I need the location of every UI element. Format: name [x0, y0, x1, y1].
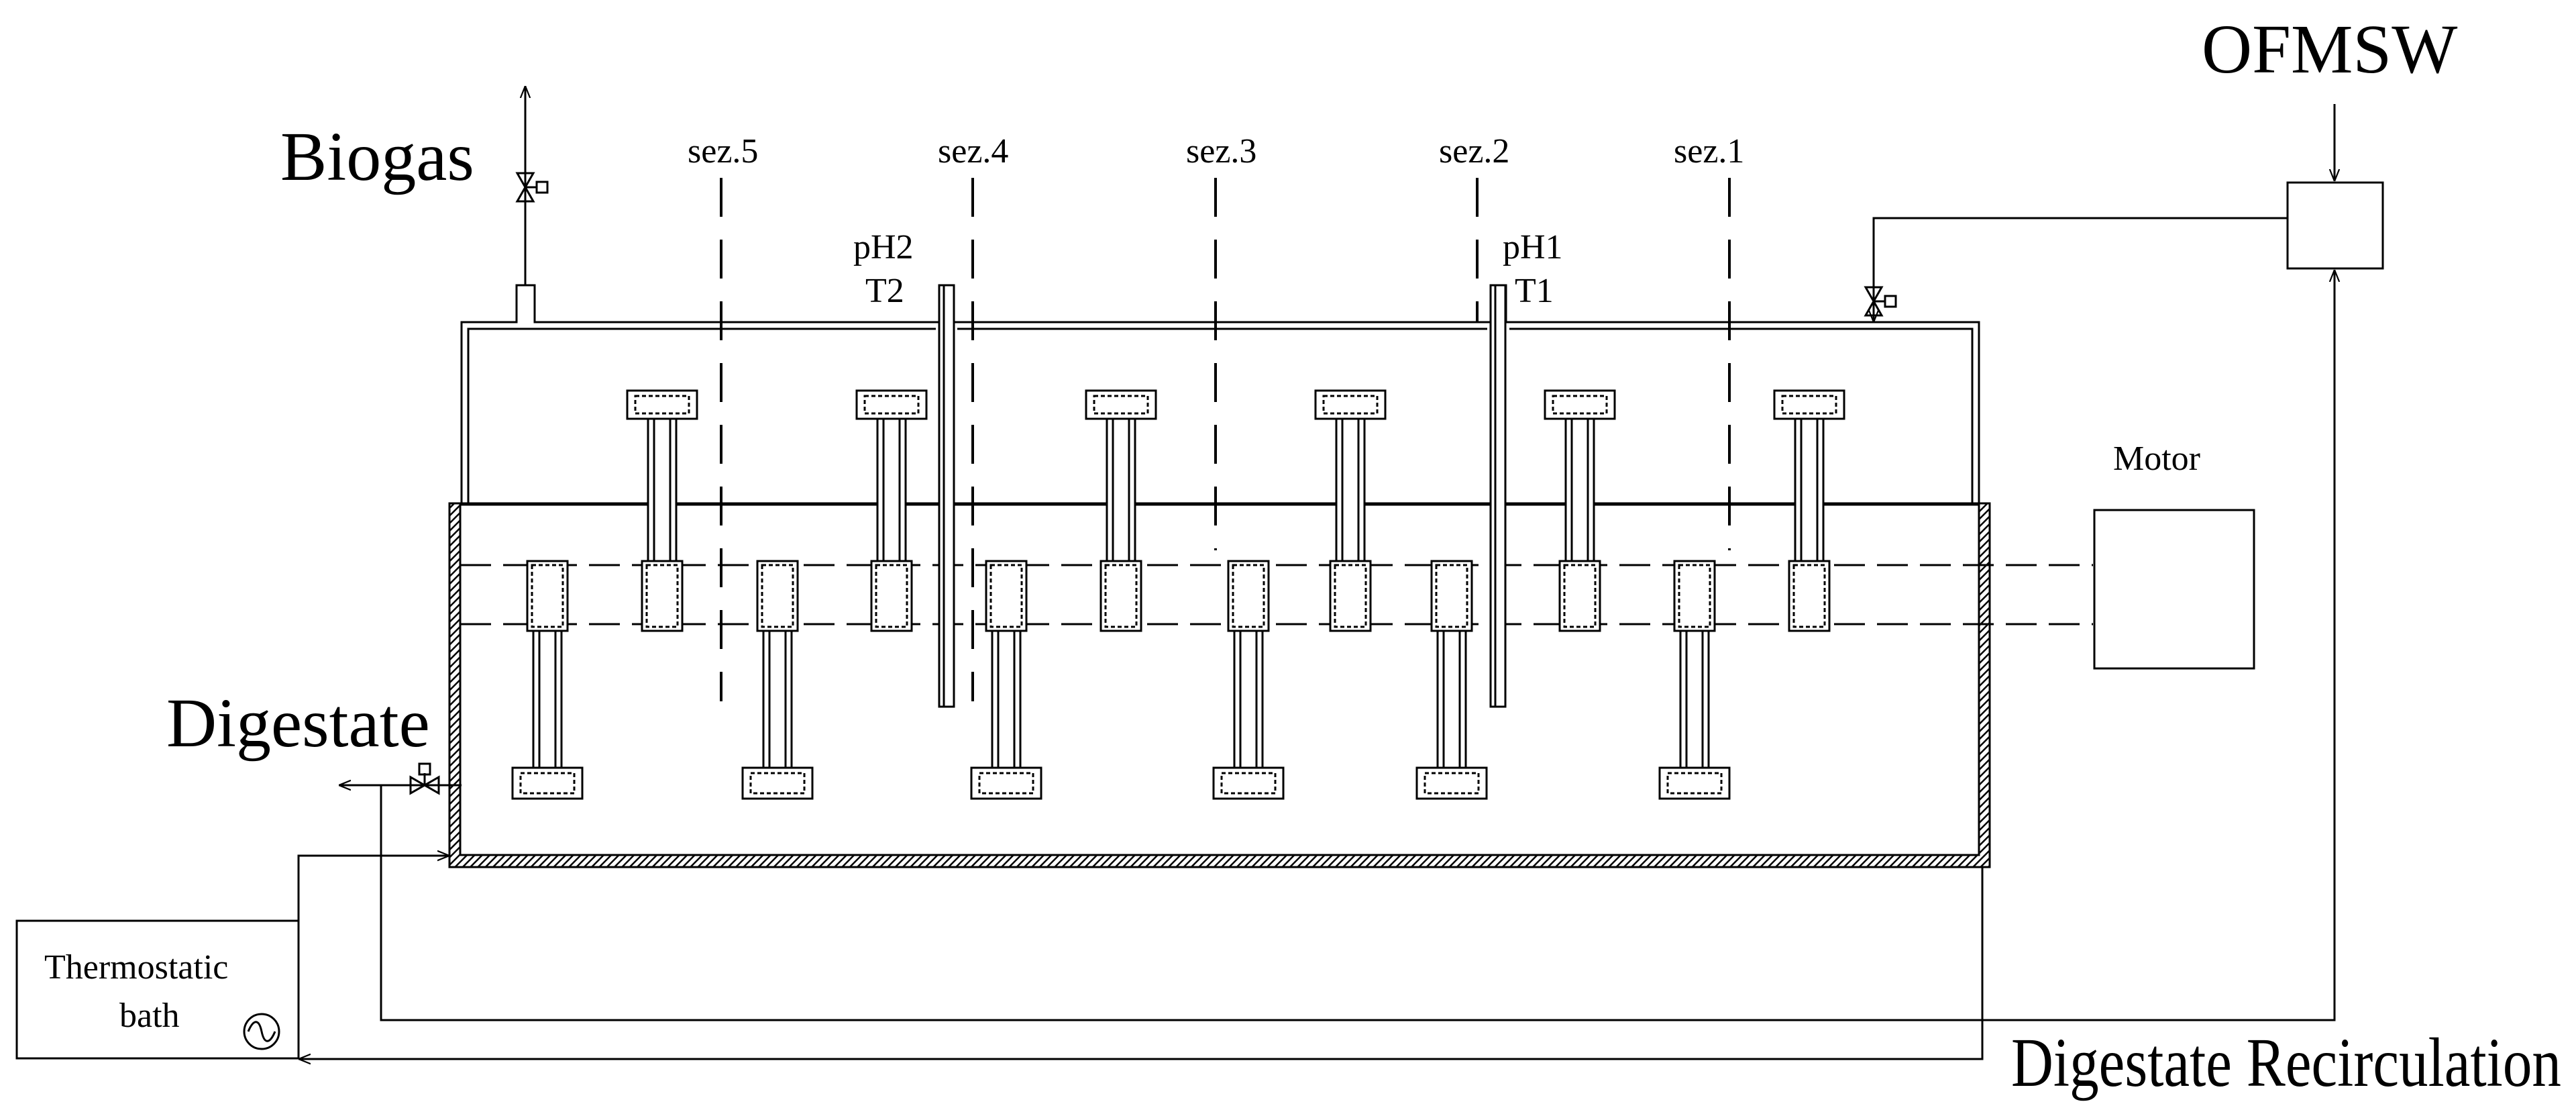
section-label-5: sez.5 — [688, 132, 758, 170]
thermostatic-bath-box — [15, 919, 300, 1060]
top-paddles — [626, 389, 1845, 632]
top-paddle — [626, 389, 698, 632]
top-paddle — [1544, 389, 1616, 632]
bottom-paddle — [1415, 560, 1488, 800]
top-paddle — [855, 389, 928, 632]
ofmsw-label: OFMSW — [2202, 11, 2457, 88]
bottom-paddle — [1658, 560, 1731, 800]
bottom-paddle — [741, 560, 814, 800]
feed-line — [1874, 217, 2288, 322]
probes — [938, 284, 1507, 708]
probe-ph2-label: pH2 — [853, 228, 914, 266]
bottom-paddle — [1212, 560, 1285, 800]
section-label-2: sez.2 — [1439, 132, 1509, 170]
thermostat-return-line — [299, 867, 1984, 1059]
probe-ph2-t2 — [938, 284, 955, 708]
section-label-1: sez.1 — [1674, 132, 1744, 170]
digestate-label: Digestate — [166, 685, 430, 762]
valve-icon — [409, 762, 440, 795]
recirculation-line — [380, 270, 2334, 1021]
section-lines — [720, 178, 1731, 701]
thermostat-supply-line — [297, 856, 449, 946]
probe-ph1-t1 — [1489, 284, 1507, 708]
bottom-paddle — [511, 560, 584, 800]
thermostatic-bath-label-2: bath — [119, 997, 180, 1035]
top-paddle — [1773, 389, 1845, 632]
motor-box — [2093, 509, 2255, 670]
recirculation-label: Digestate Recirculation — [2011, 1024, 2561, 1101]
valve-icon — [1864, 286, 1897, 317]
probe-t2-label: T2 — [865, 272, 904, 310]
probe-ph1-label: pH1 — [1503, 228, 1563, 266]
ofmsw-feeder-box — [2286, 181, 2384, 270]
bottom-paddles — [511, 560, 1731, 800]
thermostatic-bath-label: Thermostatic — [44, 948, 228, 987]
section-label-4: sez.4 — [938, 132, 1008, 170]
section-label-3: sez.3 — [1186, 132, 1256, 170]
bottom-paddle — [970, 560, 1042, 800]
top-paddle — [1314, 389, 1387, 632]
probe-t1-label: T1 — [1515, 272, 1554, 310]
biogas-label: Biogas — [280, 118, 474, 195]
ac-source-icon — [243, 1013, 280, 1050]
motor-label: Motor — [2113, 440, 2200, 478]
top-paddle — [1085, 389, 1157, 632]
digester-tank — [448, 502, 1991, 868]
valve-icon — [515, 172, 549, 203]
